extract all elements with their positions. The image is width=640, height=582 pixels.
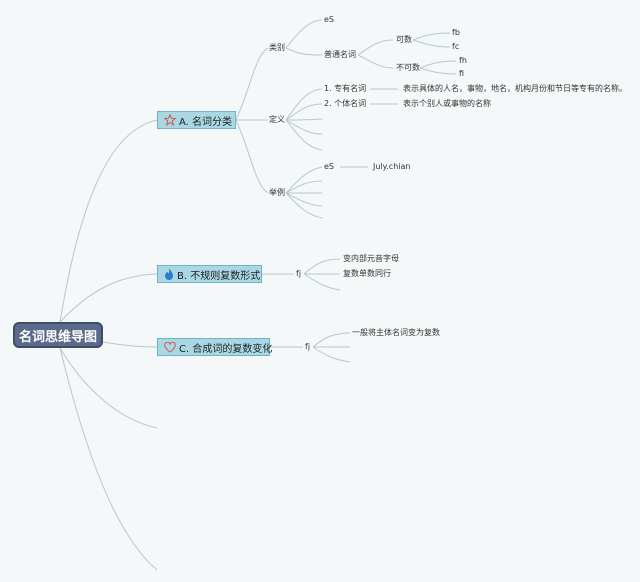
link-root-d	[59, 347, 158, 429]
branch-c-node[interactable]: C. 合成词的复数变化	[157, 338, 273, 356]
node-keshu[interactable]: 可数	[396, 35, 412, 44]
node-c-fj[interactable]: fj	[305, 342, 311, 351]
link-root-b	[59, 273, 158, 323]
node-zhuanyou-def[interactable]: 表示具体的人名，事物，地名，机构月份和节日等专有的名称。	[403, 84, 627, 93]
node-leibie[interactable]: 类别	[269, 43, 285, 52]
link-leibie-putong	[285, 47, 323, 56]
node-es[interactable]: eS	[324, 15, 334, 24]
node-zhuanyou[interactable]: 1. 专有名词	[324, 84, 367, 93]
node-putong[interactable]: 普通名词	[324, 50, 356, 59]
link-root-a	[59, 119, 158, 323]
node-juli-july[interactable]: July.chian	[373, 162, 411, 171]
link-root-e	[59, 347, 158, 571]
root-node[interactable]: 名词思维导图	[13, 322, 103, 348]
branch-b-label: B. 不规则复数形式	[177, 270, 261, 282]
node-geti-def[interactable]: 表示个别人或事物的名称	[403, 99, 491, 108]
node-fb[interactable]: fb	[452, 28, 460, 37]
node-juli-es[interactable]: eS	[324, 162, 334, 171]
branch-c-label: C. 合成词的复数变化	[179, 343, 273, 355]
node-b-item1[interactable]: 变内部元音字母	[343, 254, 399, 263]
link-root-c	[102, 341, 158, 348]
node-dingyi[interactable]: 定义	[269, 115, 285, 124]
root-title: 名词思维导图	[18, 329, 97, 345]
branch-b-node[interactable]: B. 不规则复数形式	[157, 265, 262, 283]
link-a-juli	[235, 119, 269, 194]
branch-a-node[interactable]: A. 名词分类	[157, 111, 236, 129]
link-leibie-es	[285, 19, 323, 49]
node-bukeshu[interactable]: 不可数	[396, 63, 420, 72]
node-b-item2[interactable]: 复数单数同行	[343, 269, 391, 278]
star-icon	[164, 114, 176, 126]
branch-a-label: A. 名词分类	[179, 116, 233, 128]
flame-icon	[164, 268, 174, 280]
node-fi[interactable]: fi	[459, 69, 465, 78]
heart-icon	[164, 341, 176, 353]
node-fh[interactable]: fh	[459, 56, 467, 65]
node-juli[interactable]: 举例	[269, 188, 285, 197]
node-geti[interactable]: 2. 个体名词	[324, 99, 367, 108]
node-fc[interactable]: fc	[452, 42, 460, 51]
node-b-fj[interactable]: fj	[296, 269, 302, 278]
node-c-item1[interactable]: 一般将主体名词变为复数	[352, 328, 440, 337]
link-a-leibie	[235, 47, 269, 121]
